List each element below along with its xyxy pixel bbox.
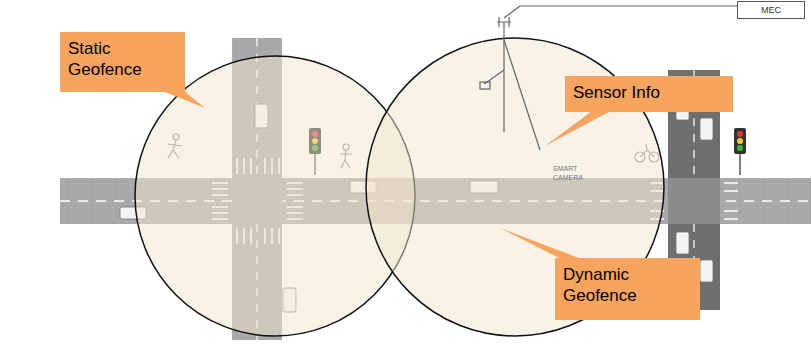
callout-box: Sensor Info	[565, 76, 733, 112]
node-text: Dynamic Geofence	[563, 264, 692, 306]
mec-box: MEC	[737, 1, 805, 19]
camera-label: SMART CAMERA	[553, 164, 593, 182]
callout-box: Dynamic Geofence	[555, 258, 700, 320]
node-text: Static Geofence	[68, 38, 177, 80]
node-text: Sensor Info	[573, 82, 725, 103]
node-text: MEC	[744, 4, 798, 16]
callout-box: Static Geofence	[60, 32, 185, 92]
